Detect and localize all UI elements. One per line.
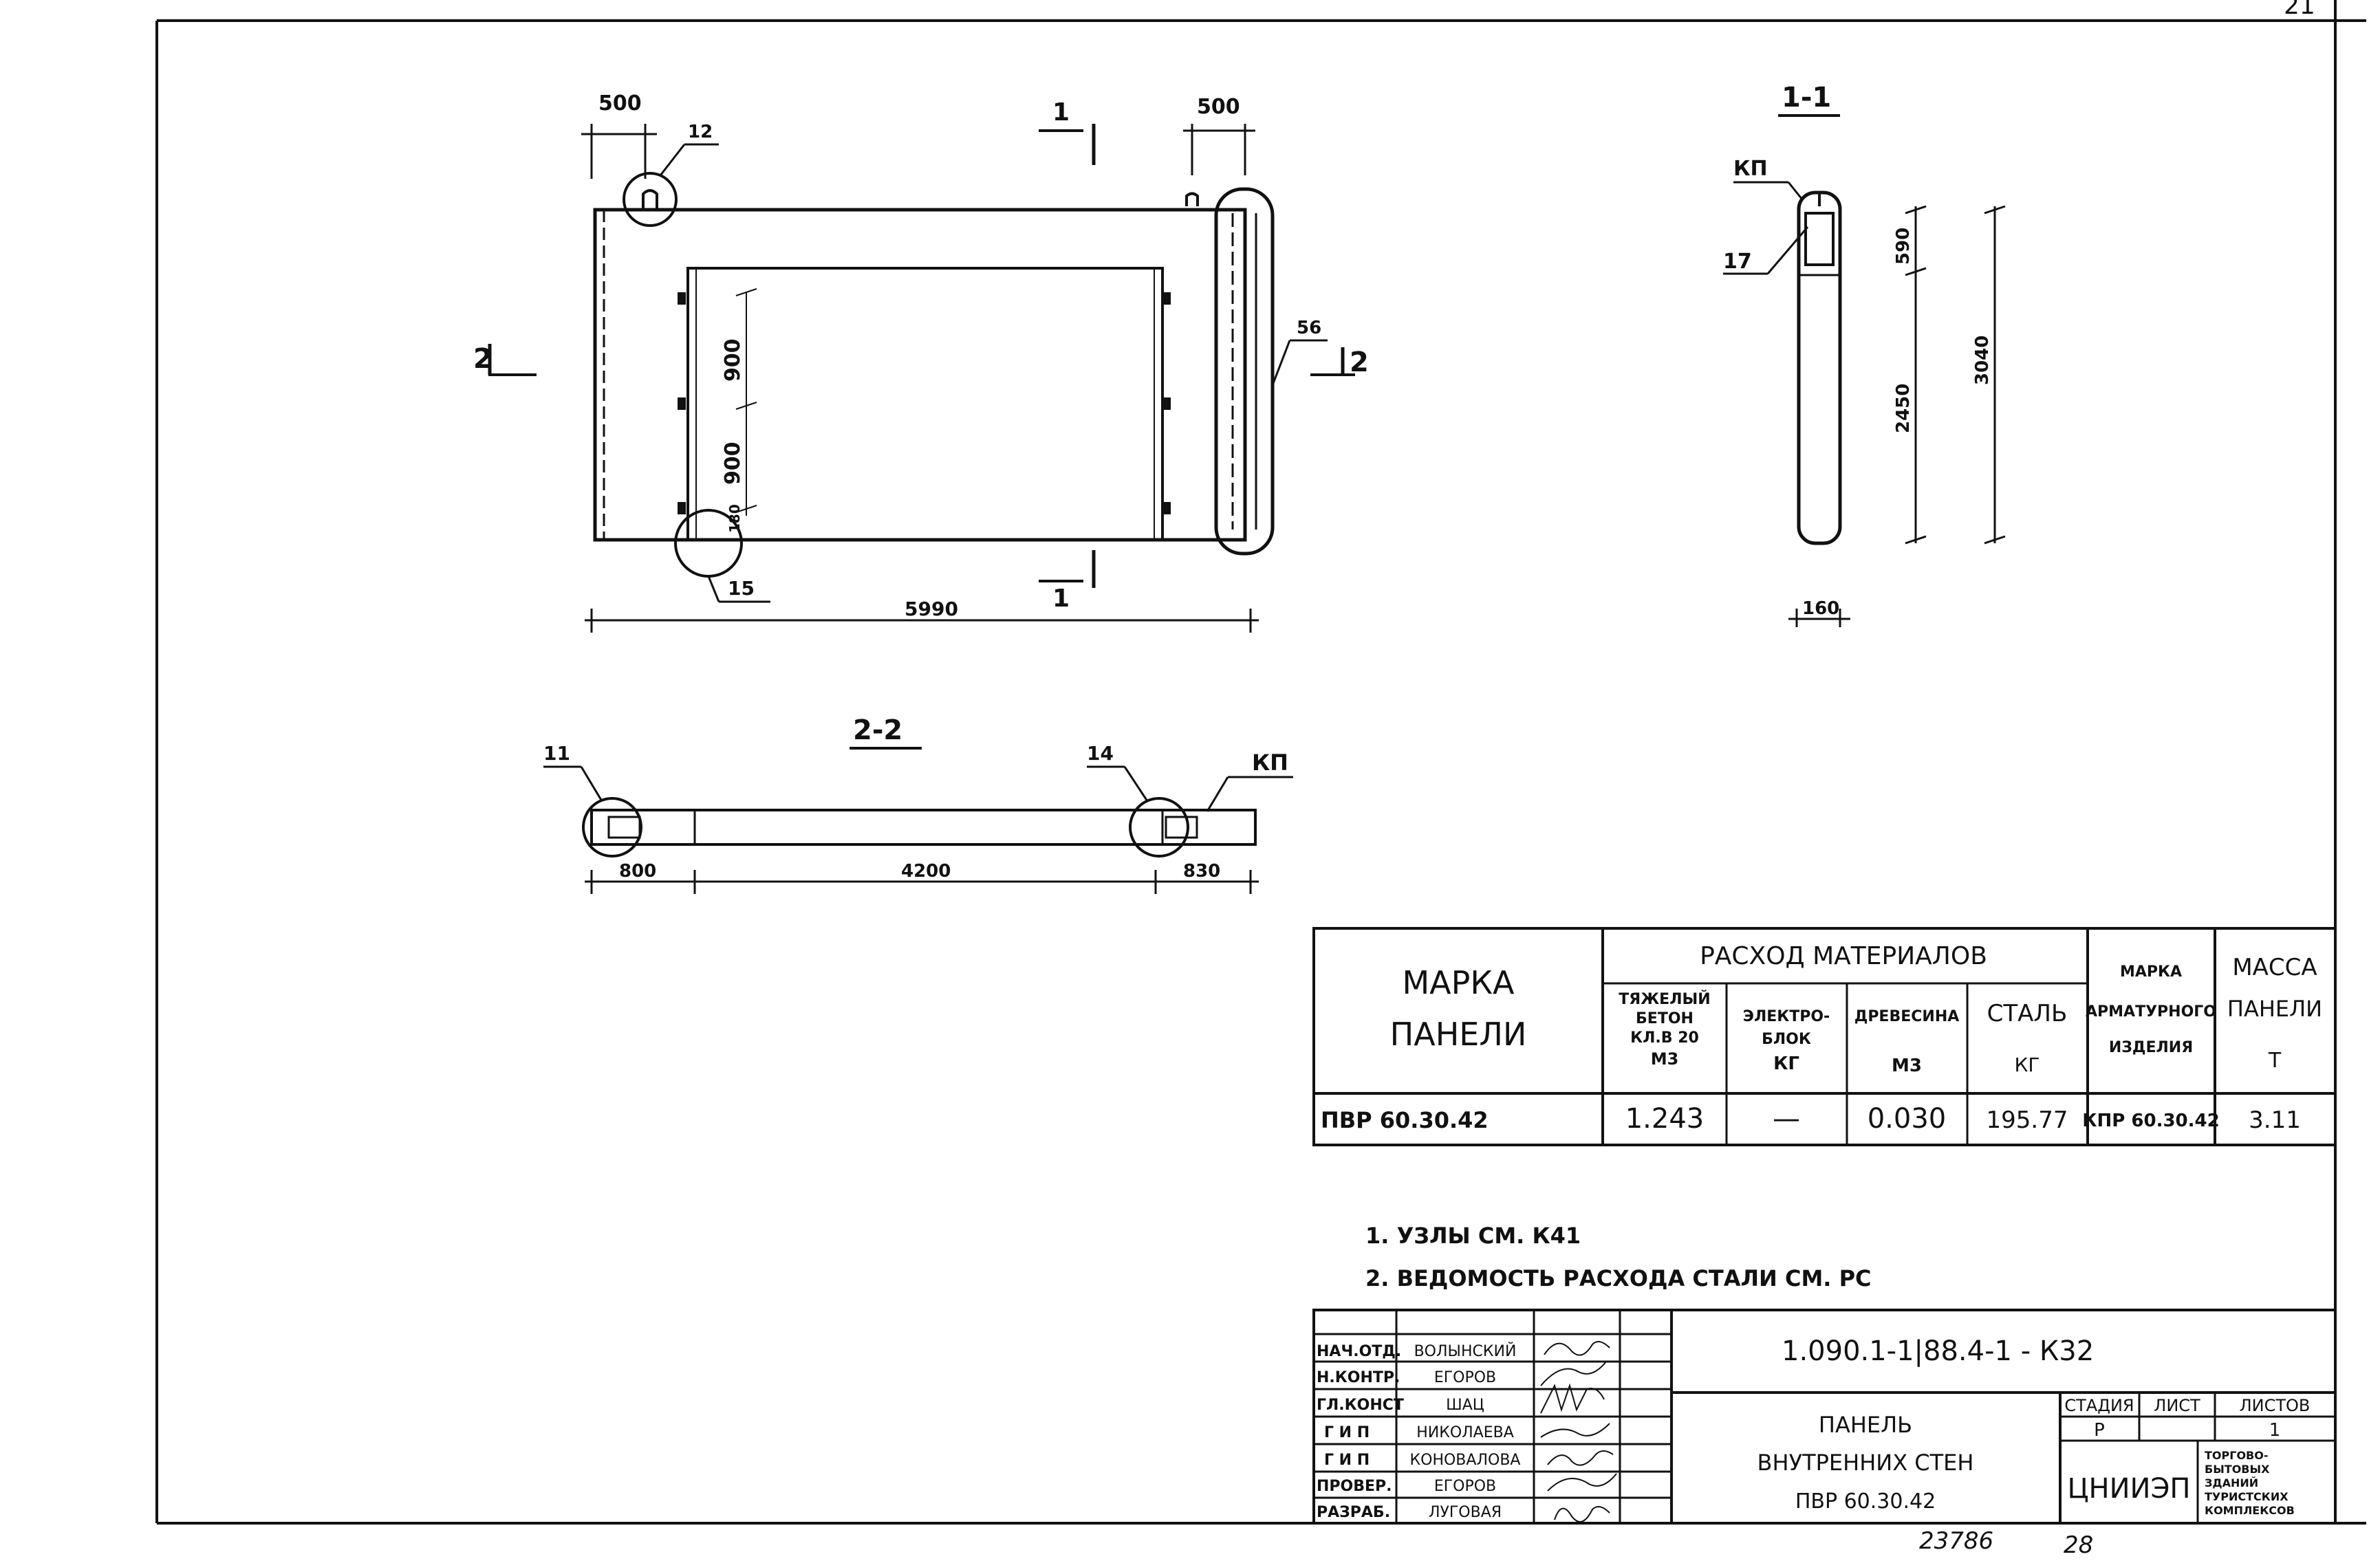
stage-value: Р bbox=[2094, 1420, 2105, 1441]
col-armature-3: ИЗДЕЛИЯ bbox=[2109, 1039, 2193, 1056]
section-2-2-kp: КП bbox=[1252, 750, 1288, 776]
org-subtitle-1: ТОРГОВО- bbox=[2205, 1449, 2268, 1462]
callout-56: 56 bbox=[1297, 318, 1321, 338]
col-concrete-1: ТЯЖЕЛЫЙ bbox=[1619, 990, 1710, 1008]
dim-bottom-total: 5990 bbox=[905, 598, 958, 620]
name-3: ШАЦ bbox=[1446, 1397, 1484, 1414]
col-electro-3: КГ bbox=[1773, 1054, 1799, 1074]
role-2: Н.КОНТР. bbox=[1317, 1369, 1400, 1386]
col-concrete-2: БЕТОН bbox=[1636, 1010, 1694, 1027]
section-1-1-17: 17 bbox=[1723, 250, 1752, 274]
dim-opening-1: 900 bbox=[721, 338, 745, 382]
note-1: 1. УЗЛЫ СМ. К41 bbox=[1365, 1223, 1581, 1249]
header-materials: РАСХОД МАТЕРИАЛОВ bbox=[1700, 942, 1987, 970]
sheet-label: ЛИСТ bbox=[2154, 1396, 2200, 1415]
panel-elevation: 900 900 180 500 500 12 56 15 bbox=[473, 91, 1369, 633]
section-2-2-dim-mid: 4200 bbox=[901, 861, 951, 882]
row-mass: 3.11 bbox=[2249, 1106, 2301, 1134]
role-1: НАЧ.ОТД. bbox=[1317, 1343, 1401, 1360]
col-mass-1: МАССА bbox=[2232, 954, 2317, 981]
name-1: ВОЛЫНСКИЙ bbox=[1414, 1342, 1517, 1360]
notes: 1. УЗЛЫ СМ. К41 2. ВЕДОМОСТЬ РАСХОДА СТА… bbox=[1365, 1223, 1872, 1291]
doc-code: 1.090.1-1|88.4-1 - К32 bbox=[1782, 1335, 2094, 1367]
col-mass-3: Т bbox=[2268, 1049, 2282, 1073]
section-2-2: 2-2 11 14 КП 800 4200 830 bbox=[543, 714, 1293, 894]
section-1-bottom: 1 bbox=[1052, 585, 1070, 613]
section-2-2-11: 11 bbox=[543, 742, 570, 765]
section-2-2-dim-right: 830 bbox=[1183, 861, 1220, 882]
col-wood-2: М3 bbox=[1892, 1056, 1922, 1076]
dim-top-right: 500 bbox=[1197, 95, 1240, 119]
col-steel-1: СТАЛЬ bbox=[1987, 1000, 2068, 1027]
row-concrete: 1.243 bbox=[1625, 1103, 1705, 1135]
section-2-2-14: 14 bbox=[1087, 742, 1114, 765]
role-3: ГЛ.КОНСТ bbox=[1317, 1397, 1404, 1414]
section-1-1-kp: КП bbox=[1733, 157, 1768, 181]
name-6: ЕГОРОВ bbox=[1434, 1478, 1496, 1495]
callout-12: 12 bbox=[688, 122, 713, 142]
col-electro-1: ЭЛЕКТРО- bbox=[1743, 1008, 1830, 1025]
section-1-1: 1-1 КП 17 590 2450 3040 160 bbox=[1723, 82, 2006, 627]
col-armature-2: АРМАТУРНОГО bbox=[2086, 1003, 2216, 1020]
section-2-2-title: 2-2 bbox=[853, 714, 902, 746]
name-7: ЛУГОВАЯ bbox=[1429, 1504, 1502, 1521]
col-concrete-3: КЛ.В 20 bbox=[1630, 1029, 1699, 1047]
title-line-3: ПВР 60.30.42 bbox=[1795, 1489, 1936, 1514]
section-1-1-title: 1-1 bbox=[1782, 82, 1831, 113]
row-electro: — bbox=[1773, 1103, 1800, 1135]
footer-number-2: 28 bbox=[2064, 1531, 2093, 1559]
section-2-2-dim-left: 800 bbox=[619, 861, 656, 882]
row-mark: ПВР 60.30.42 bbox=[1321, 1107, 1489, 1133]
row-steel: 195.77 bbox=[1987, 1106, 2068, 1134]
section-2-right: 2 bbox=[1350, 347, 1369, 378]
col-steel-2: КГ bbox=[2015, 1054, 2040, 1076]
org-name: ЦНИИЭП bbox=[2068, 1473, 2191, 1505]
org-subtitle-4: ТУРИСТСКИХ bbox=[2205, 1490, 2289, 1503]
dim-2450: 2450 bbox=[1893, 384, 1914, 433]
header-mark-line1: МАРКА bbox=[1402, 964, 1515, 1001]
section-1-top: 1 bbox=[1052, 98, 1070, 127]
name-5: КОНОВАЛОВА bbox=[1410, 1452, 1521, 1469]
note-2: 2. ВЕДОМОСТЬ РАСХОДА СТАЛИ СМ. РС bbox=[1365, 1265, 1872, 1291]
signatures bbox=[1540, 1341, 1617, 1522]
section-2-left: 2 bbox=[473, 343, 493, 375]
org-subtitle-2: БЫТОВЫХ bbox=[2205, 1463, 2270, 1476]
title-line-2: ВНУТРЕННИХ СТЕН bbox=[1757, 1450, 1974, 1476]
name-4: НИКОЛАЕВА bbox=[1416, 1424, 1514, 1441]
col-concrete-4: М3 bbox=[1651, 1049, 1679, 1069]
dim-opening-2: 900 bbox=[721, 441, 745, 485]
dim-top-left: 500 bbox=[598, 91, 642, 116]
title-block: 1.090.1-1|88.4-1 - К32 НАЧ.ОТД. Н.КОНТР.… bbox=[1312, 1309, 2337, 1525]
stage-label: СТАДИЯ bbox=[2064, 1396, 2134, 1415]
role-6: ПРОВЕР. bbox=[1317, 1478, 1392, 1495]
org-subtitle-5: КОМПЛЕКСОВ bbox=[2205, 1504, 2295, 1517]
title-line-1: ПАНЕЛЬ bbox=[1819, 1412, 1912, 1438]
name-2: ЕГОРОВ bbox=[1434, 1369, 1496, 1386]
dim-3040: 3040 bbox=[1972, 336, 1993, 385]
role-4: Г И П bbox=[1324, 1424, 1370, 1441]
col-armature-1: МАРКА bbox=[2120, 963, 2182, 981]
row-wood: 0.030 bbox=[1868, 1103, 1947, 1135]
row-armature: КПР 60.30.42 bbox=[2082, 1111, 2219, 1131]
materials-table: МАРКА ПАНЕЛИ РАСХОД МАТЕРИАЛОВ ТЯЖЕЛЫЙ Б… bbox=[1312, 927, 2337, 1146]
role-5: Г И П bbox=[1324, 1452, 1370, 1469]
sheet-frame: 21 bbox=[155, 0, 2366, 1525]
role-7: РАЗРАБ. bbox=[1317, 1504, 1390, 1521]
sheets-label: ЛИСТОВ bbox=[2240, 1396, 2311, 1415]
dim-160: 160 bbox=[1802, 598, 1839, 619]
callout-15: 15 bbox=[728, 577, 755, 600]
header-mark-line2: ПАНЕЛИ bbox=[1390, 1016, 1527, 1053]
col-wood-1: ДРЕВЕСИНА bbox=[1854, 1008, 1960, 1025]
org-subtitle-3: ЗДАНИЙ bbox=[2205, 1476, 2258, 1489]
sheets-value: 1 bbox=[2269, 1420, 2281, 1441]
dim-590: 590 bbox=[1893, 228, 1914, 265]
col-electro-2: БЛОК bbox=[1762, 1031, 1811, 1048]
footer-number-1: 23786 bbox=[1919, 1527, 1993, 1555]
corner-mark: 21 bbox=[2284, 0, 2315, 20]
col-mass-2: ПАНЕЛИ bbox=[2227, 996, 2322, 1022]
